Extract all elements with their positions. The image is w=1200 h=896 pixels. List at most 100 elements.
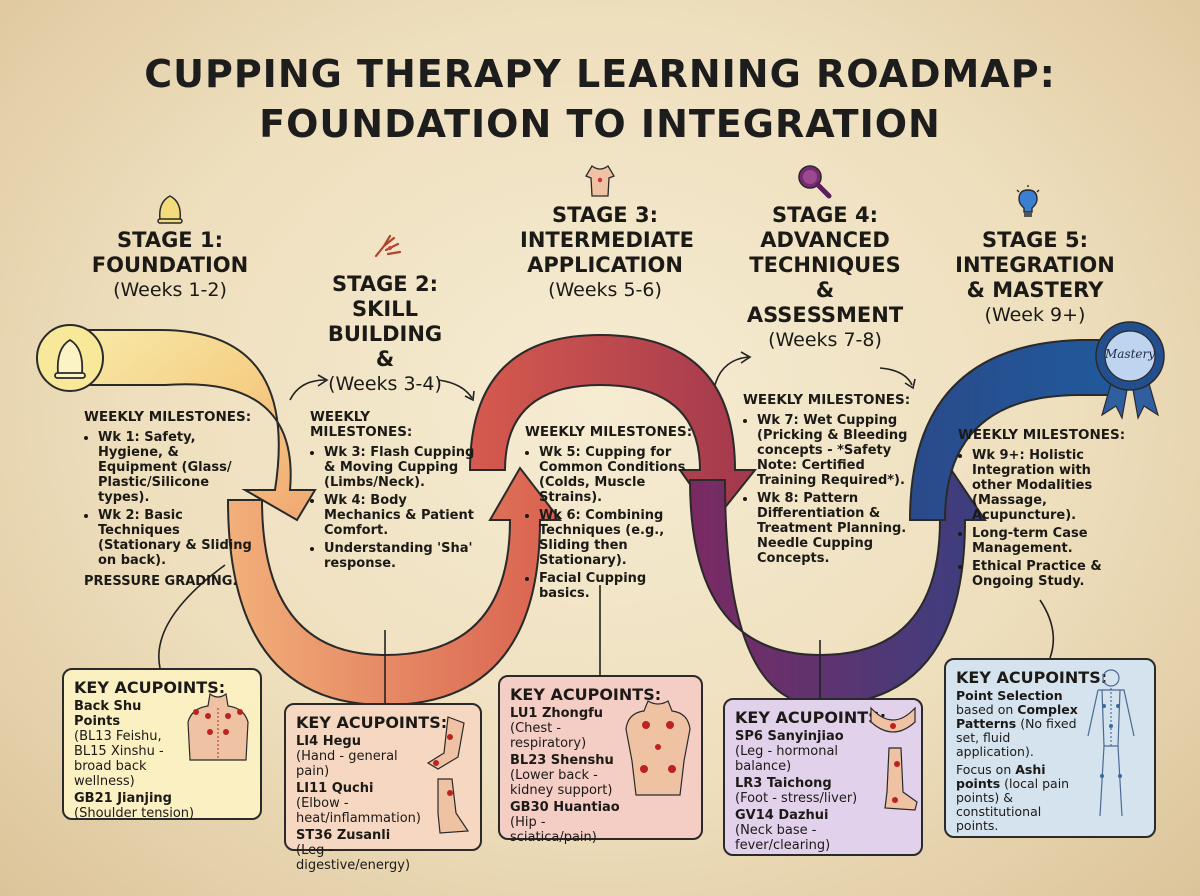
acupoints-heading: KEY ACUPOINTS:: [74, 678, 226, 697]
milestone-item: Wk 1: Safety, Hygiene, & Equipment (Glas…: [98, 430, 254, 505]
stage-1-name: FOUNDATION: [91, 253, 249, 277]
mastery-badge: Mastery: [1090, 320, 1170, 420]
lightbulb-icon: [1013, 184, 1043, 220]
stage-1-label: STAGE 1:: [117, 228, 223, 252]
milestone-item: Long-term Case Management.: [972, 526, 1133, 556]
path-segment-2: [226, 466, 563, 707]
stage-3-name2: APPLICATION: [527, 253, 683, 277]
acupoint-name: SP6 Sanyinjiao: [735, 729, 844, 744]
acupoint-desc: (Lower back - kidney support): [510, 768, 613, 798]
acupoint-desc: (BL13 Feishu, BL15 Xinshu - broad back w…: [74, 729, 164, 789]
acupoint-name: Back Shu Points: [74, 699, 142, 729]
milestone-item: Wk 7: Wet Cupping (Pricking & Bleeding c…: [757, 413, 913, 488]
acupoints-card-stage-1: KEY ACUPOINTS: Back Shu Points (BL13 Fei…: [62, 668, 262, 821]
acupoint-desc: (Shoulder tension): [74, 806, 195, 821]
page-title-line-1: CUPPING THERAPY LEARNING ROADMAP:: [144, 52, 1056, 96]
torso-illustration-icon: [625, 700, 691, 796]
acupoint-name: ST36 Zusanli: [296, 828, 391, 843]
back-illustration-icon: [187, 692, 249, 761]
stage-1-weeks: (Weeks 1-2): [113, 279, 227, 301]
acupoint-text: Complex Patterns: [956, 702, 1078, 731]
stage-5-weeks: (Week 9+): [984, 304, 1086, 326]
milestone-item: Wk 2: Basic Techniques (Stationary & Sli…: [98, 508, 254, 568]
milestone-item: Wk 3: Flash Cupping & Moving Cupping (Li…: [324, 445, 475, 490]
acupoint-desc: (Leg - hormonal balance): [735, 744, 839, 774]
acupoint-name: LI4 Hegu: [296, 734, 361, 749]
acupoint-text: based on: [956, 702, 1014, 717]
path-segment-3: [468, 333, 758, 522]
stage-2-header: STAGE 2: SKILL BUILDING & (Weeks 3-4): [300, 272, 470, 397]
mastery-badge-label: Mastery: [1104, 347, 1156, 361]
hand-icon: [370, 228, 406, 262]
stage-3-name: INTERMEDIATE: [520, 228, 695, 252]
acupoint-desc: (Foot - stress/liver): [735, 791, 858, 806]
stage-2-name2: &: [375, 347, 395, 371]
stage-2-milestones-heading: WEEKLY MILESTONES:: [310, 409, 413, 440]
stage-2-name: SKILL BUILDING: [327, 297, 443, 346]
stage-4-header: STAGE 4: ADVANCED TECHNIQUES & ASSESSMEN…: [740, 203, 910, 353]
torso-icon: [582, 162, 618, 200]
stage-1-milestones-heading: WEEKLY MILESTONES:: [84, 409, 252, 425]
neck-foot-illustration-icon: [870, 706, 918, 811]
acupoint-desc: (Neck base - fever/clearing): [735, 823, 831, 853]
acupoints-heading: KEY ACUPOINTS:: [296, 713, 448, 732]
stage-2-milestones: WEEKLY MILESTONES: Wk 3: Flash Cupping &…: [310, 410, 475, 574]
milestone-item: Wk 4: Body Mechanics & Patient Comfort.: [324, 493, 475, 538]
stage-4-milestones: WEEKLY MILESTONES: Wk 7: Wet Cupping (Pr…: [743, 393, 913, 569]
acupoints-card-stage-3: KEY ACUPOINTS: LU1 Zhongfu (Chest - resp…: [498, 675, 703, 845]
acupoints-heading: KEY ACUPOINTS:: [510, 685, 662, 704]
acupoint-text: Ashi points: [956, 762, 1046, 791]
acupoints-card-stage-4: KEY ACUPOINTS: SP6 Sanyinjiao (Leg - hor…: [723, 698, 923, 856]
milestone-item: Ethical Practice & Ongoing Study.: [972, 559, 1133, 589]
acupoint-name: LR3 Taichong: [735, 776, 832, 791]
connector-arrows: [289, 351, 916, 402]
milestone-item: Understanding 'Sha' response.: [324, 541, 475, 571]
stage-1-extra-note: PRESSURE GRADING.: [84, 574, 238, 589]
path-segment-1: [69, 329, 317, 522]
acupoint-name: BL23 Shenshu: [510, 753, 614, 768]
stage-4-label: STAGE 4:: [772, 203, 878, 227]
stage-1-milestones: WEEKLY MILESTONES: Wk 1: Safety, Hygiene…: [84, 409, 254, 590]
stage-5-name2: & MASTERY: [966, 278, 1104, 302]
magnifier-icon: [795, 162, 835, 200]
acupoint-name: LI11 Quchi: [296, 781, 374, 796]
stage-3-header: STAGE 3: INTERMEDIATE APPLICATION (Weeks…: [520, 203, 695, 303]
acupoint-desc: (Chest - respiratory): [510, 721, 587, 751]
full-body-illustration-icon: [1087, 669, 1135, 817]
stage-4-name2: TECHNIQUES &: [749, 253, 901, 302]
stage-5-header: STAGE 5: INTEGRATION & MASTERY (Week 9+): [950, 228, 1120, 328]
acupoint-name: GB30 Huantiao: [510, 800, 620, 815]
arm-leg-illustration-icon: [426, 716, 470, 834]
stage-3-weeks: (Weeks 5-6): [548, 279, 662, 301]
path-segment-4: [688, 466, 987, 707]
acupoint-name: GV14 Dazhui: [735, 808, 829, 823]
acupoint-text: (No fixed set, fluid application).: [956, 716, 1077, 759]
card-connectors: [158, 564, 1055, 705]
cup-icon: [152, 190, 188, 226]
cup-badge-icon: [34, 322, 106, 394]
stage-5-name: INTEGRATION: [955, 253, 1115, 277]
milestone-item: Wk 9+: Holistic Integration with other M…: [972, 448, 1133, 523]
stage-3-label: STAGE 3:: [552, 203, 658, 227]
acupoint-desc: (Hand - general pain): [296, 749, 398, 779]
milestone-item: Wk 5: Cupping for Common Conditions (Col…: [539, 445, 700, 505]
stage-5-milestones-heading: WEEKLY MILESTONES:: [958, 427, 1126, 443]
acupoint-desc: (Leg - digestive/energy): [296, 843, 411, 873]
acupoint-name: GB21 Jianjing: [74, 791, 172, 806]
acupoint-name: LU1 Zhongfu: [510, 706, 604, 721]
stage-5-milestones: WEEKLY MILESTONES: Wk 9+: Holistic Integ…: [958, 428, 1133, 592]
acupoints-card-stage-5: KEY ACUPOINTS: Point Selection based on …: [944, 658, 1156, 838]
stage-4-milestones-heading: WEEKLY MILESTONES:: [743, 392, 911, 408]
milestone-item: Wk 6: Combining Techniques (e.g., Slidin…: [539, 508, 700, 568]
stage-2-weeks: (Weeks 3-4): [328, 373, 442, 395]
stage-3-milestones: WEEKLY MILESTONES: Wk 5: Cupping for Com…: [525, 425, 700, 604]
page-title-line-2: FOUNDATION TO INTEGRATION: [259, 102, 941, 146]
stage-4-name3: ASSESSMENT: [746, 303, 904, 327]
acupoints-card-stage-2: KEY ACUPOINTS: LI4 Hegu (Hand - general …: [284, 703, 482, 873]
stage-4-weeks: (Weeks 7-8): [768, 329, 882, 351]
acupoint-desc: (Elbow - heat/inflammation): [296, 796, 421, 826]
acupoints-heading: KEY ACUPOINTS:: [735, 708, 887, 727]
stage-5-label: STAGE 5:: [982, 228, 1088, 252]
stage-1-header: STAGE 1: FOUNDATION (Weeks 1-2): [80, 228, 260, 303]
